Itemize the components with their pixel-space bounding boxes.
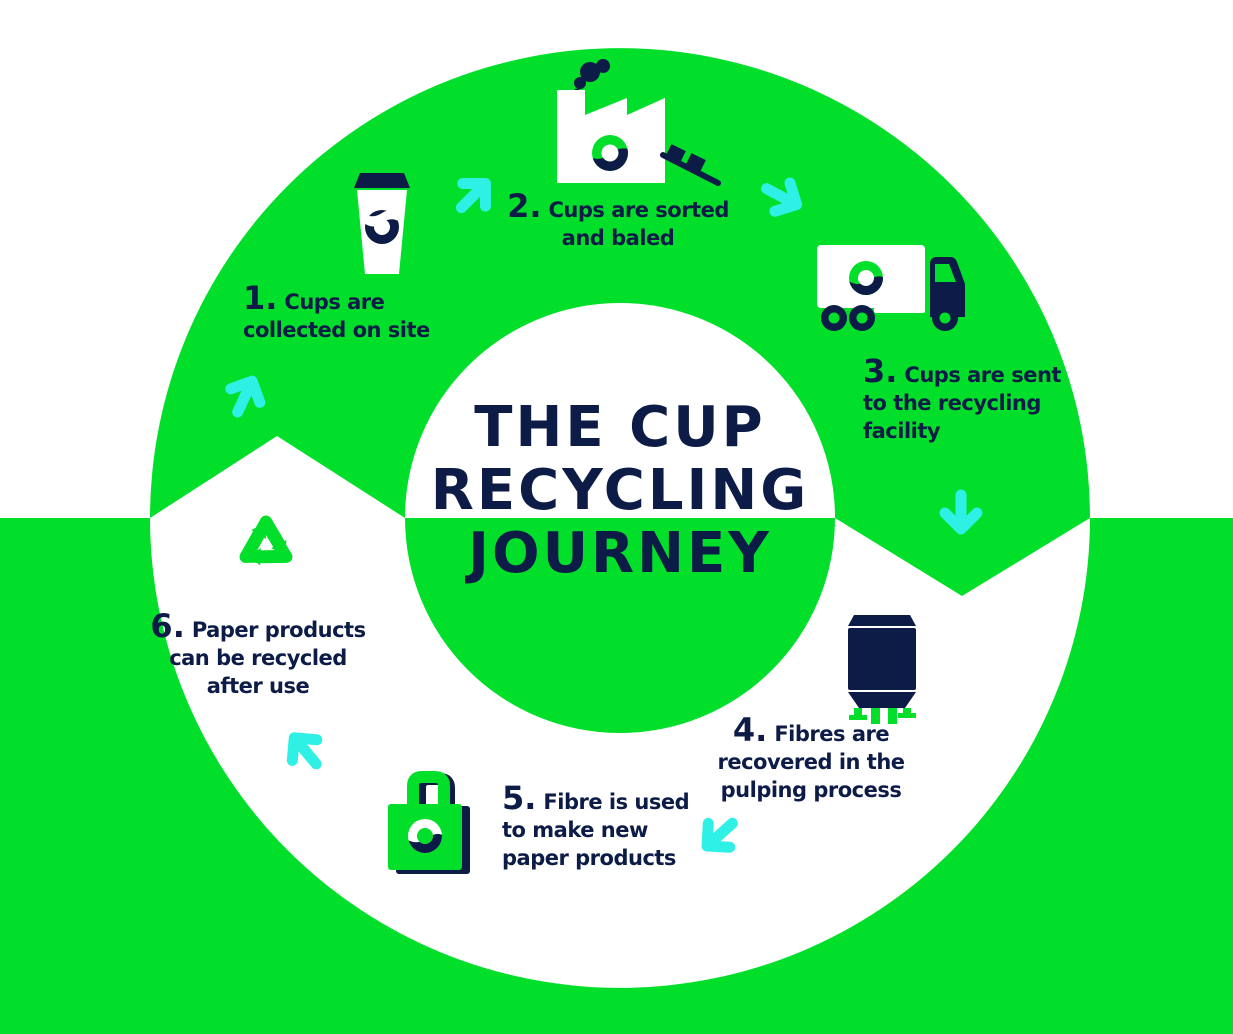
recycling-symbol-icon — [239, 515, 293, 566]
step-3-label: 3.Cups are sent to the recycling facilit… — [863, 352, 1083, 445]
step-5-line-1: 5.Fibre is used — [502, 779, 690, 817]
step-4-label: 4.Fibres are recovered in the pulping pr… — [686, 711, 936, 804]
flow-arrow-6-to-1-icon — [225, 375, 266, 418]
step-3-line-3: facility — [863, 419, 941, 443]
flow-arrow-3-to-4-icon — [939, 489, 983, 535]
step-5-line-2: to make new — [502, 818, 648, 842]
step-5-label: 5.Fibre is used to make new paper produc… — [502, 779, 722, 872]
step-3-number: 3. — [863, 352, 898, 390]
title-line-3: JOURNEY — [468, 521, 772, 586]
step-6-label: 6.Paper products can be recycled after u… — [128, 607, 388, 700]
title-line-1: THE CUP — [474, 395, 766, 460]
step-2-line-2: and baled — [561, 226, 675, 250]
flow-arrow-5-to-6-icon — [286, 732, 323, 770]
step-6-number: 6. — [150, 607, 185, 645]
step-2-label: 2.Cups are sorted and baled — [468, 187, 768, 252]
truck-wheels — [821, 305, 958, 331]
step-1-line-1: 1.Cups are — [243, 279, 385, 317]
pulping-tank-icon — [848, 615, 916, 724]
pulp-drips — [849, 708, 916, 724]
step-6-line-1: 6.Paper products — [150, 607, 366, 645]
step-6-line-2: can be recycled — [169, 646, 347, 670]
coffee-cup-icon — [354, 173, 410, 274]
step-3-line-1: 3.Cups are sent — [863, 352, 1061, 390]
step-6-line-3: after use — [206, 674, 310, 698]
delivery-truck-icon — [817, 245, 965, 331]
ring-chevron-left — [150, 436, 405, 518]
factory-icon — [557, 59, 721, 186]
step-4-line-1: 4.Fibres are — [732, 711, 890, 749]
title-line-2: RECYCLING — [430, 458, 810, 523]
step-1-line-2: collected on site — [243, 318, 430, 342]
ring-top-half — [150, 48, 1090, 518]
step-3-line-2: to the recycling — [863, 391, 1041, 415]
step-4-line-2: recovered in the — [717, 750, 905, 774]
step-2-line-1: 2.Cups are sorted — [507, 187, 729, 225]
step-1-label: 1.Cups are collected on site — [243, 279, 463, 344]
page-title: THE CUP RECYCLING JOURNEY — [320, 396, 920, 585]
step-5-number: 5. — [502, 779, 537, 817]
step-1-number: 1. — [243, 279, 278, 317]
paper-bag-icon — [388, 771, 470, 874]
step-2-number: 2. — [507, 187, 542, 225]
step-5-line-3: paper products — [502, 846, 676, 870]
ring-chevron-right — [835, 518, 1090, 596]
conveyor-belt — [660, 144, 721, 186]
flow-arrow-2-to-3-icon — [761, 177, 803, 217]
step-4-number: 4. — [732, 711, 768, 749]
flow-arrow-4-to-5-icon — [701, 817, 738, 853]
step-4-line-3: pulping process — [720, 778, 902, 802]
flow-arrow-1-to-2-icon — [455, 178, 491, 214]
